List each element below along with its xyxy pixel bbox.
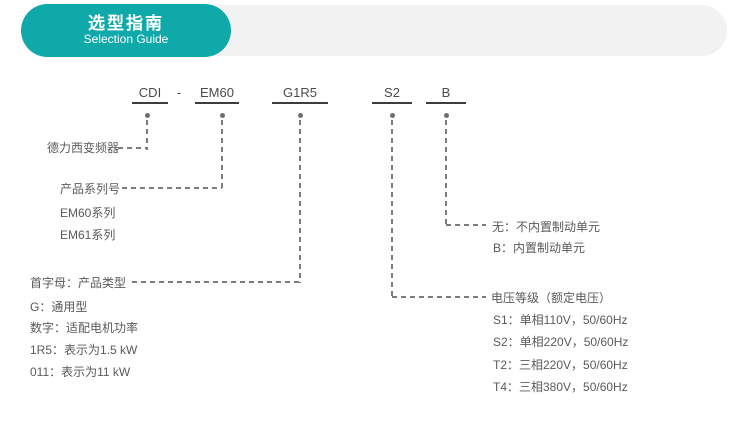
label-voltage-item-4: T4：三相380V，50/60Hz — [493, 380, 628, 394]
label-brand: 德力西变频器 — [47, 141, 120, 155]
connector-hline-brand — [118, 147, 148, 149]
label-type-title: 首字母：产品类型 — [30, 276, 127, 290]
connector-dot-series — [220, 113, 225, 118]
label-series-title: 产品系列号 — [60, 182, 121, 196]
label-brake-item-b: B：内置制动单元 — [493, 241, 586, 255]
model-code-segment-series: EM60 — [195, 85, 239, 104]
page-title-en: Selection Guide — [83, 32, 169, 47]
label-voltage-item-3: T2：三相220V，50/60Hz — [493, 358, 628, 372]
label-type-item-2: 数字：适配电机功率 — [30, 321, 139, 335]
label-voltage-title: 电压等级（额定电压） — [491, 291, 612, 305]
connector-vline-power — [299, 120, 301, 283]
connector-hline-brake — [446, 224, 486, 226]
model-code-segment-brake: B — [426, 85, 466, 104]
connector-vline-brake — [445, 120, 447, 226]
connector-hline-power — [132, 281, 300, 283]
model-code-segment-prefix: CDI — [132, 85, 168, 104]
connector-vline-prefix — [146, 120, 148, 150]
model-code-segment-voltage: S2 — [372, 85, 412, 104]
model-code-segment-power: G1R5 — [272, 85, 328, 104]
connector-hline-voltage — [392, 296, 486, 298]
connector-dot-prefix — [145, 113, 150, 118]
model-code-separator: - — [176, 85, 182, 100]
selection-guide-badge: 选型指南 Selection Guide — [21, 4, 231, 57]
connector-dot-brake — [444, 113, 449, 118]
label-series-item-1: EM60系列 — [60, 206, 116, 220]
page-title-zh: 选型指南 — [88, 13, 164, 33]
label-type-item-1: G：通用型 — [30, 300, 88, 314]
connector-dot-power — [298, 113, 303, 118]
label-type-item-4: 011：表示为11 kW — [30, 365, 131, 379]
label-brake-item-none: 无：不内置制动单元 — [492, 220, 601, 234]
label-voltage-item-2: S2：单相220V，50/60Hz — [493, 335, 629, 349]
connector-hline-series — [122, 187, 222, 189]
connector-vline-voltage — [391, 120, 393, 298]
label-series-item-2: EM61系列 — [60, 228, 116, 242]
connector-dot-voltage — [390, 113, 395, 118]
label-voltage-item-1: S1：单相110V，50/60Hz — [493, 313, 628, 327]
connector-vline-series — [221, 120, 223, 189]
label-type-item-3: 1R5：表示为1.5 kW — [30, 343, 138, 357]
